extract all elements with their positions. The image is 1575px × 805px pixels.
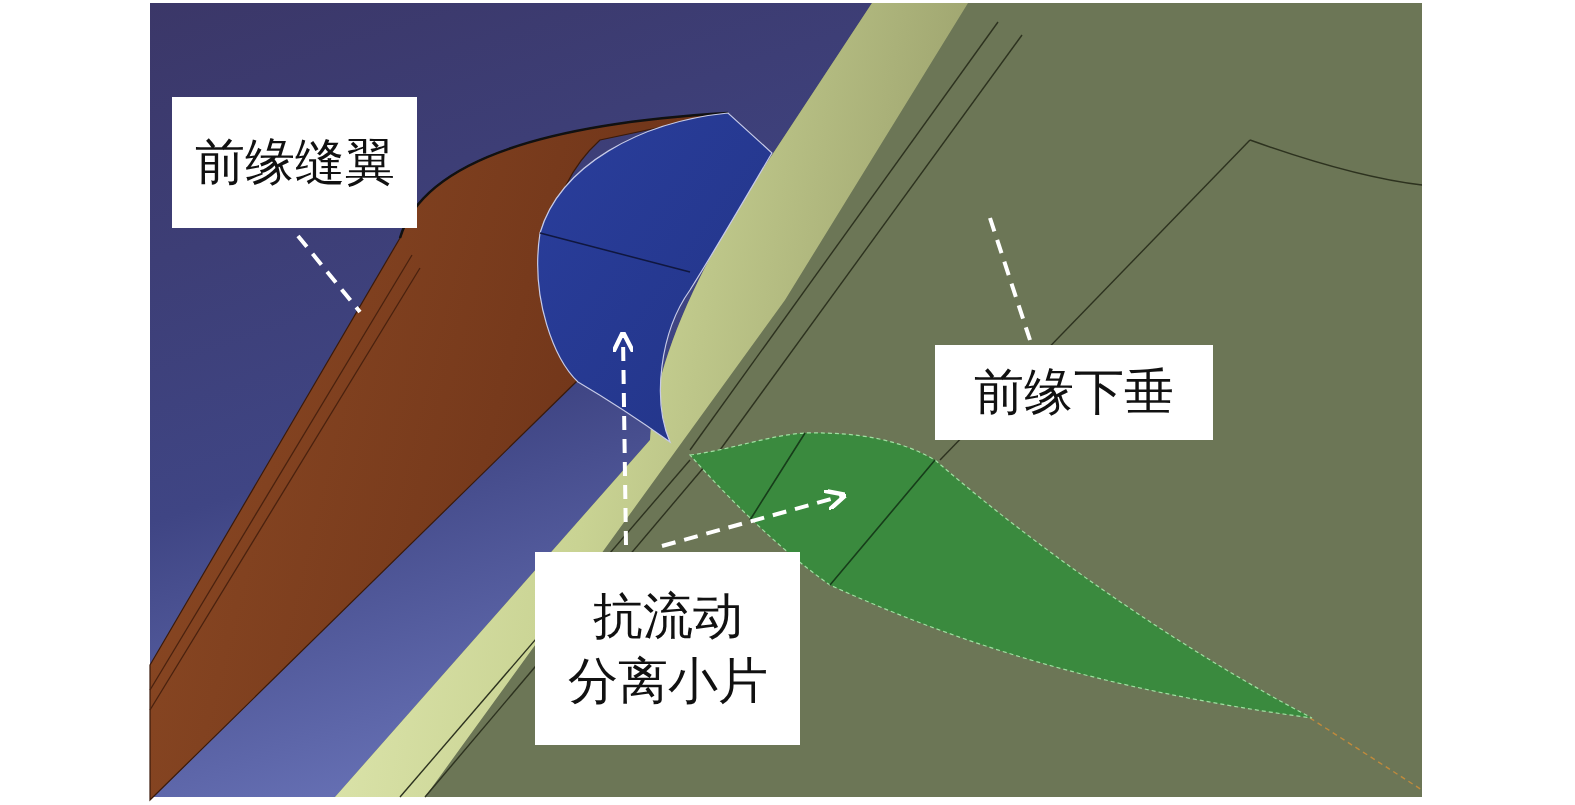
leader-arrow	[662, 496, 842, 546]
leader-line	[298, 236, 360, 312]
slat-line	[150, 255, 420, 710]
leader-arrow	[623, 336, 626, 545]
callout-box: 前缘下垂	[935, 345, 1213, 440]
callout-label: 前缘缝翼	[195, 130, 395, 195]
blue-fillet	[538, 113, 772, 442]
callout-label: 抗流动 分离小片	[565, 584, 770, 714]
leader-lines	[298, 218, 1030, 546]
surface-line	[1310, 718, 1422, 790]
fillet-line	[540, 233, 690, 272]
callout-label: 前缘下垂	[974, 360, 1174, 425]
callout-box: 抗流动 分离小片	[535, 552, 800, 745]
callout-box: 前缘缝翼	[172, 97, 417, 228]
leader-line	[990, 218, 1030, 340]
surface-line	[1250, 140, 1422, 185]
